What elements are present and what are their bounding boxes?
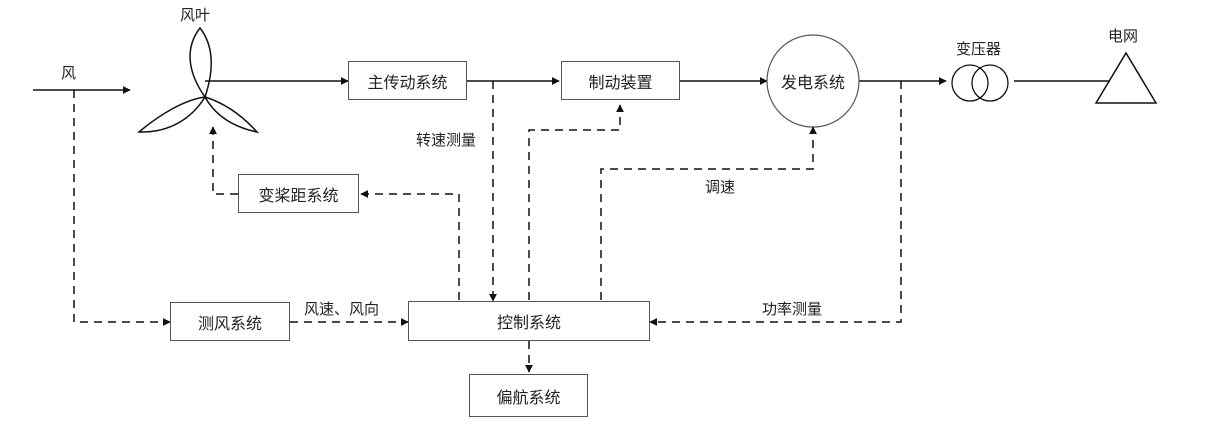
speed-regulation-label: 调速	[705, 178, 736, 196]
main-drive-box: 主传动系统	[348, 61, 467, 100]
yaw-box: 偏航系统	[469, 374, 588, 417]
control-to-pitch-connector	[360, 190, 460, 300]
power-measure-label: 功率测量	[762, 300, 823, 318]
grid-label: 电网	[1108, 27, 1139, 45]
pitch-box: 变桨距系统	[238, 174, 359, 213]
speed-measure-label: 转速测量	[416, 131, 477, 149]
anemometer-box: 测风系统	[170, 302, 290, 341]
brake-box: 制动装置	[561, 61, 680, 100]
turbine-blades-icon	[137, 26, 260, 134]
pitch-to-blades-connector	[209, 126, 238, 195]
wind-label: 风	[61, 64, 77, 82]
control-box: 控制系统	[408, 301, 650, 341]
transformer-icon	[951, 64, 1009, 102]
control-to-generator-connector	[600, 126, 817, 300]
blades-label: 风叶	[180, 6, 211, 24]
control-to-brake-connector	[528, 104, 624, 300]
wind-to-anemometer-connector	[73, 90, 171, 326]
transformer-label: 变压器	[956, 40, 1002, 58]
generator-label: 发电系统	[780, 73, 846, 92]
power-measure-connector	[649, 81, 902, 326]
wind-speed-direction-label: 风速、风向	[304, 300, 380, 318]
grid-icon	[1094, 51, 1158, 104]
